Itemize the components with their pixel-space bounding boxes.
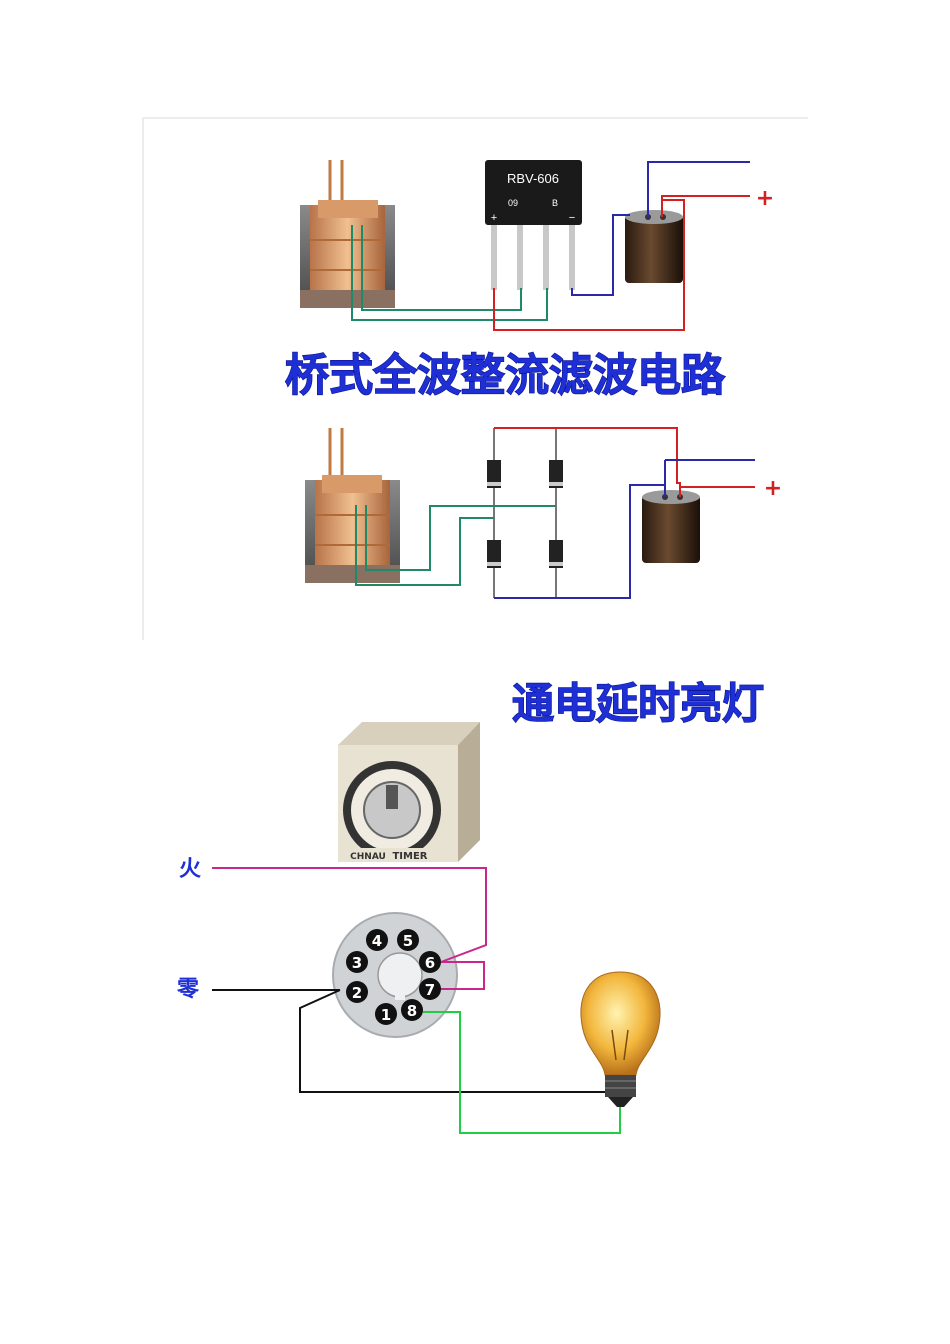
timer-wires [212, 867, 621, 1134]
capacitor-bottom [642, 490, 700, 563]
output-plus-top: + [756, 186, 774, 211]
pin-4: 4 [366, 929, 388, 951]
diode-1 [487, 460, 501, 488]
light-bulb [580, 971, 661, 1107]
capacitor-top [625, 210, 683, 283]
pin-8: 8 [401, 999, 423, 1021]
pin-3: 3 [346, 951, 368, 973]
timer-brand: CHNAU [350, 852, 386, 862]
chip-plus: + [491, 212, 497, 224]
bridge-6-7-wire [441, 961, 485, 990]
diode-4 [549, 540, 563, 568]
svg-text:7: 7 [425, 981, 435, 999]
timer-socket [332, 912, 458, 1038]
transformer-top [300, 160, 395, 308]
live-label: 火 [179, 857, 201, 882]
timer-label: TIMER [392, 851, 427, 862]
diode-2 [549, 460, 563, 488]
chip-minus: − [569, 212, 575, 224]
pin-7: 7 [419, 978, 441, 1000]
lamp-switched-wire [423, 1011, 621, 1134]
bridge-rectifier-chip: RBV-606 09 B + − [485, 160, 582, 290]
live-wire [212, 867, 487, 963]
svg-text:1: 1 [381, 1006, 391, 1024]
neutral-label: 零 [176, 977, 200, 1002]
pin-6: 6 [419, 951, 441, 973]
svg-text:3: 3 [352, 954, 362, 972]
timer-title: 通电延时亮灯 [512, 679, 764, 728]
diode-wires [355, 427, 755, 599]
neutral-to-lamp-wire [299, 989, 610, 1093]
diode-bridge [487, 428, 563, 598]
bridge-wires-top [351, 161, 750, 331]
svg-text:2: 2 [352, 984, 362, 1002]
transformer-bottom [305, 428, 400, 583]
pin-2: 2 [346, 981, 368, 1003]
chip-label: RBV-606 [507, 171, 559, 186]
pin-5: 5 [397, 929, 419, 951]
chip-code-right: B [552, 198, 558, 208]
socket-pins: 1 2 3 4 5 6 7 8 [346, 929, 441, 1025]
svg-text:4: 4 [372, 932, 382, 950]
svg-text:6: 6 [425, 954, 435, 972]
bridge-title: 桥式全波整流滤波电路 [285, 350, 726, 401]
svg-text:5: 5 [403, 932, 413, 950]
pin-1: 1 [375, 1003, 397, 1025]
output-plus-bottom: + [764, 476, 782, 501]
diode-3 [487, 540, 501, 568]
chip-code-left: 09 [508, 198, 518, 208]
svg-text:8: 8 [407, 1002, 417, 1020]
timer-relay: CHNAU TIMER [338, 722, 480, 862]
